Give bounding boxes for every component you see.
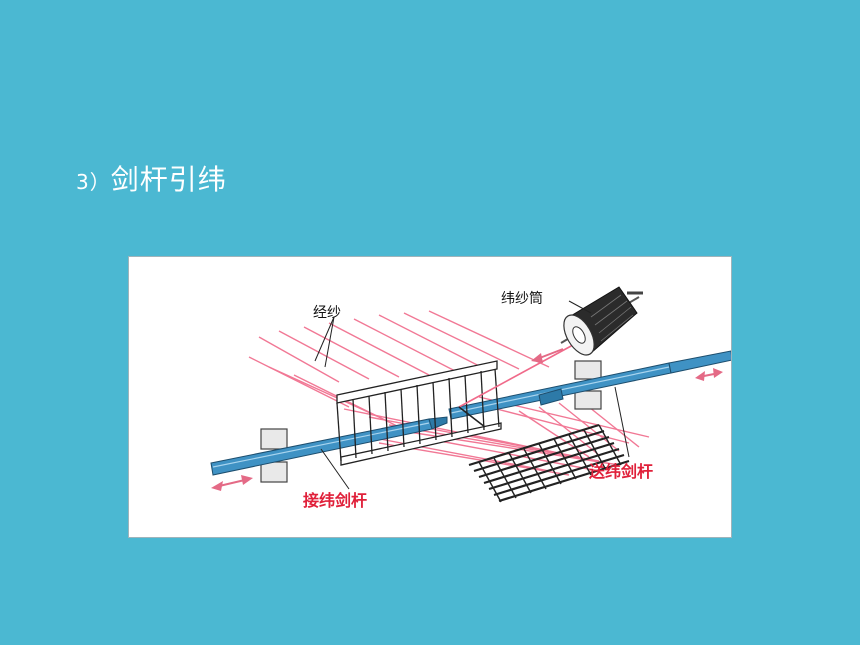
left-guide-blocks [260,428,288,483]
motion-arrows [211,348,723,491]
figure-background [129,257,731,537]
title-number: 3） [76,170,111,194]
label-warp: 经纱 [313,305,341,321]
weft-tip [458,406,486,428]
weft-yarn [458,338,585,408]
reed-frame [336,360,502,466]
diagram-canvas: 经纱 纬纱筒 接纬剑杆 送纬剑杆 [129,257,731,537]
right-guide-blocks [574,360,602,410]
title-text: 剑杆引纬 [110,163,227,196]
receiving-rapier [210,416,448,476]
delivering-rapier [448,350,731,420]
label-bobbin: 纬纱筒 [501,290,543,307]
label-delivering-rapier: 送纬剑杆 [588,462,653,481]
leader-lines [314,300,630,490]
cloth-warp-ends [478,424,622,503]
weft-bobbin [560,286,643,356]
slide-title: 3）剑杆引纬 [76,158,227,198]
rapier-weft-insertion-diagram: 经纱 纬纱筒 接纬剑杆 送纬剑杆 [128,256,732,538]
label-receiving-rapier: 接纬剑杆 [303,491,367,510]
